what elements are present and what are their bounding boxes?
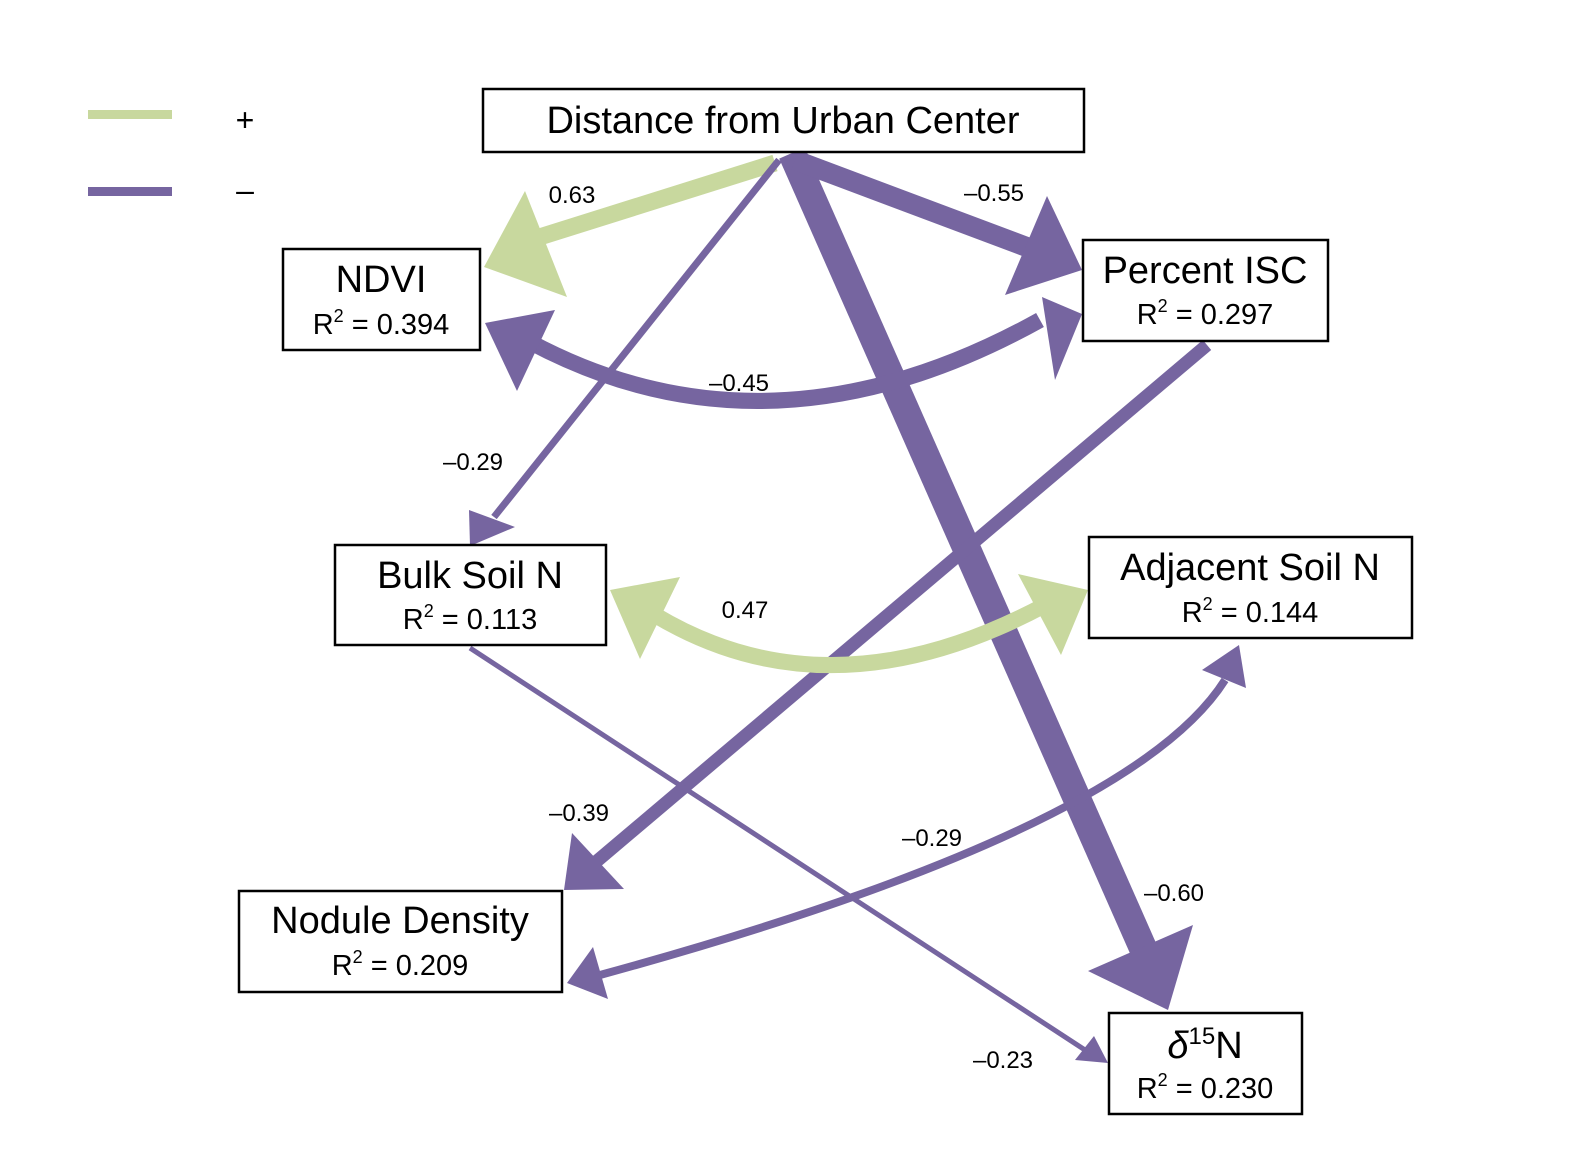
arrow-distance-to-ndvi [484,154,778,297]
node-box [1087,535,1414,640]
legend-positive-label: + [236,102,255,138]
coef-adjacent-nodule: –0.29 [902,825,962,852]
arrow-distance-to-bulk [469,157,782,546]
arrows [468,147,1246,1063]
node-nodule-density: Nodule Density R2 = 0.209 [237,889,564,994]
coef-bulk-adjacent: 0.47 [722,597,769,624]
coef-distance-isc: –0.55 [964,180,1024,207]
legend-negative-swatch [88,187,172,196]
coef-distance-d15n: –0.60 [1144,880,1204,907]
arrow-ndvi-isc-correlation [485,297,1082,409]
node-title: Percent ISC [1103,250,1308,292]
node-title: Bulk Soil N [377,555,563,597]
node-title: Nodule Density [271,900,529,942]
arrow-distance-to-isc [791,150,1082,295]
legend-negative-label: – [236,172,254,208]
node-title: δ15N [1167,1023,1242,1067]
coef-bulk-d15n: –0.23 [973,1047,1033,1074]
node-r2: R2 = 0.209 [332,947,469,982]
legend-positive-swatch [88,110,172,119]
arrow-bulk-to-d15n [468,645,1108,1063]
arrow-bulk-adjacent-correlation [610,574,1088,674]
coef-isc-nodule: –0.39 [549,800,609,827]
node-r2: R2 = 0.113 [403,601,537,636]
node-isc: Percent ISC R2 = 0.297 [1081,238,1330,343]
node-ndvi: NDVI R2 = 0.394 [281,247,482,352]
node-title: NDVI [336,259,427,301]
coef-distance-ndvi: 0.63 [549,182,596,209]
node-r2: R2 = 0.230 [1137,1070,1274,1105]
node-r2: R2 = 0.144 [1182,594,1319,629]
node-box [237,889,564,994]
arrow-isc-to-nodule [564,340,1212,890]
node-d15n: δ15N R2 = 0.230 [1107,1011,1304,1116]
node-bulk-soil-n: Bulk Soil N R2 = 0.113 [333,543,608,647]
node-adjacent-soil-n: Adjacent Soil N R2 = 0.144 [1087,535,1414,640]
node-title: Distance from Urban Center [546,100,1019,142]
coef-ndvi-isc: –0.45 [709,370,769,397]
node-title: Adjacent Soil N [1120,547,1380,589]
coefficients: 0.63 –0.55 –0.45 –0.29 0.47 –0.39 –0.29 … [443,180,1204,1074]
node-box [333,543,608,647]
node-box [1107,1011,1304,1116]
node-box [1081,238,1330,343]
coef-distance-bulk: –0.29 [443,449,503,476]
node-box [481,87,1086,154]
node-r2: R2 = 0.297 [1137,296,1274,331]
legend: + – [88,102,254,208]
node-r2: R2 = 0.394 [313,306,450,341]
node-box [281,247,482,352]
arrow-adjacent-nodule-correlation [567,645,1246,999]
node-distance: Distance from Urban Center [481,87,1086,154]
